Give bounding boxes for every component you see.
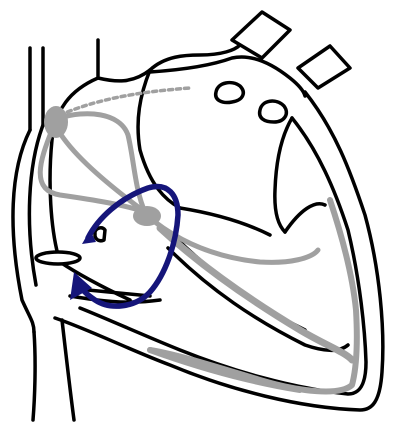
inferior-vena-cava: [33, 320, 74, 420]
superior-vena-cava: [30, 48, 43, 130]
pulmonary-vein-openings: [216, 83, 287, 122]
sa-node: [44, 106, 68, 138]
coronary-sinus-openings: [36, 228, 105, 264]
av-node: [133, 206, 161, 226]
circular-arrow-icon: [78, 187, 178, 307]
heart-outer-wall: [13, 40, 383, 410]
heart-inner-walls: [50, 57, 348, 350]
bachmann-bundle: [60, 88, 190, 115]
